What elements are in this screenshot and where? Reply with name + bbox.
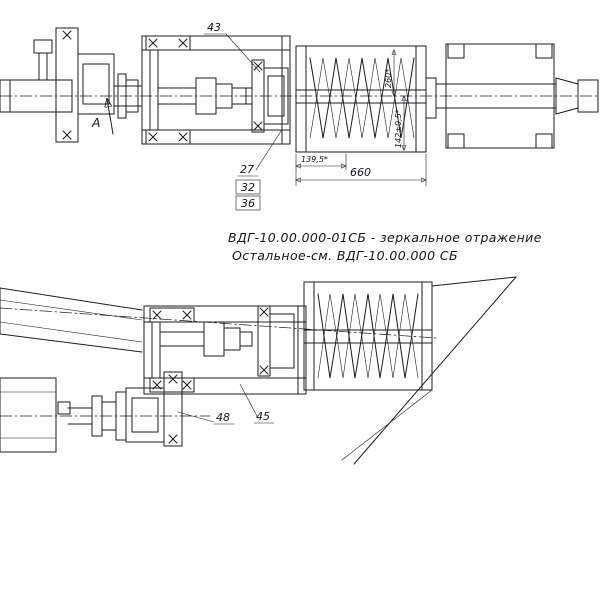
callout-48-leader xyxy=(177,411,215,423)
bottom-mounting-bracket xyxy=(257,305,295,377)
callout-45-label: 45 xyxy=(256,410,270,423)
top-coupling xyxy=(157,77,253,115)
bottom-auger-spiral-front xyxy=(317,293,419,379)
top-view-dimensions: А 43 27 32 36 139,5* 660 260* 142±0,5* xyxy=(91,21,426,211)
bottom-chute-outline xyxy=(341,276,517,465)
top-view-drawing xyxy=(0,27,599,153)
dim-260-label: 260* xyxy=(384,69,393,88)
top-auger-housing xyxy=(295,45,427,153)
bottom-auger-housing xyxy=(303,281,433,391)
callout-stack-leader xyxy=(255,130,282,171)
bottom-drive-unit xyxy=(0,371,183,453)
dim-142-label: 142±0,5* xyxy=(394,109,403,148)
top-left-shaft xyxy=(0,39,73,113)
bottom-main-frame xyxy=(143,305,307,395)
callout-32-label: 32 xyxy=(241,181,255,194)
bottom-left-tube xyxy=(0,287,143,353)
bottom-coupling xyxy=(159,321,253,357)
bottom-main-centerline xyxy=(0,307,437,339)
note-line-2: Остальное-см. ВДГ-10.00.000 СБ xyxy=(232,248,458,263)
callout-36-label: 36 xyxy=(241,197,255,210)
callout-27-label: 27 xyxy=(240,163,254,176)
section-arrow xyxy=(107,99,114,135)
section-label: А xyxy=(91,115,101,130)
callout-45-leader xyxy=(239,383,259,419)
top-auger-spiral-front xyxy=(309,57,415,139)
callout-43-label: 43 xyxy=(207,21,221,34)
top-auger-spiral-back xyxy=(309,57,415,139)
callout-48-label: 48 xyxy=(216,411,230,424)
callout-43-leader xyxy=(225,33,261,73)
top-mounting-bracket xyxy=(251,59,289,133)
dim-139-label: 139,5* xyxy=(301,155,328,164)
callout-36-box xyxy=(235,195,261,211)
top-right-assembly xyxy=(425,43,599,149)
note-line-1: ВДГ-10.00.000-01СБ - зеркальное отражени… xyxy=(228,230,542,245)
bottom-view-drawing xyxy=(0,276,517,465)
drawing-notes: ВДГ-10.00.000-01СБ - зеркальное отражени… xyxy=(228,230,542,263)
dim-660-label: 660 xyxy=(350,166,371,179)
top-main-frame xyxy=(141,35,291,145)
callout-32-box xyxy=(235,179,261,195)
bottom-auger-spiral-back xyxy=(317,293,419,379)
bottom-view-callouts: 48 45 xyxy=(177,383,275,425)
top-drive-unit xyxy=(55,27,143,143)
